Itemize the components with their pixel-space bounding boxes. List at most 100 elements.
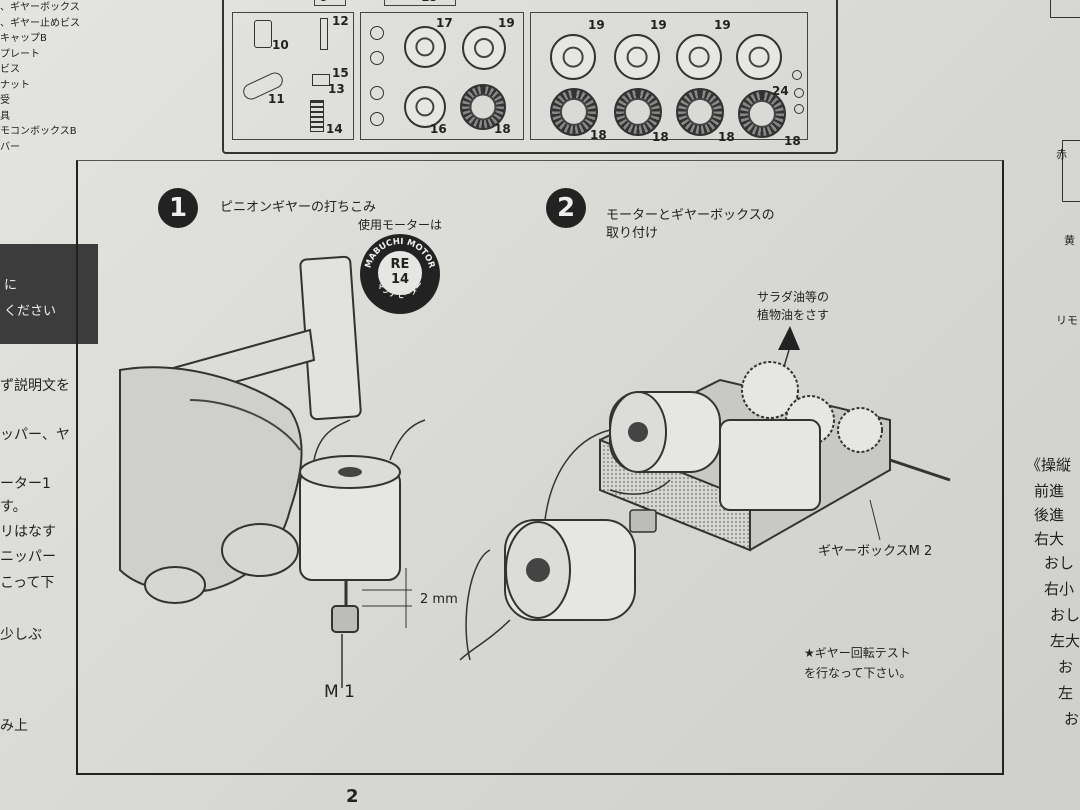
step-1-title: ピニオンギヤーの打ちこみ [220,200,377,215]
right-text-line: 右大 [1034,530,1065,548]
wheel-part [736,34,782,80]
oil-note-line1: サラダ油等の [757,290,830,304]
right-text-line: 前進 [1034,482,1065,500]
page-number: 2 [346,786,359,807]
left-column-text: ず説明文を ッパー、ヤ ーター1 す。 リはなす ニッパー こって下 少しぶ み… [0,0,76,810]
tire-part [614,88,662,136]
oil-note-line2: 植物油をさす [757,308,830,322]
step-1-number: 1 [158,188,198,228]
parts-list: 、ギヤーボックス 、ギヤー止めビス キャップB プレート ビス ナット 受 具 … [0,0,110,155]
left-text-line: ず説明文を [0,378,70,394]
banner-line: ください [4,304,57,319]
part-number: 17 [436,16,453,30]
washer-ring [794,88,804,98]
motor-icon [504,391,721,621]
left-text-line: ニッパー [0,549,56,565]
banner-line: に [4,278,18,293]
right-text-line: 左大 [1050,632,1080,650]
part-number: 12 [332,14,349,28]
right-text-line: おし [1044,554,1075,572]
right-text-line: 黄 [1064,234,1075,247]
parts-sprue-diagram: 9 15 10 12 15 11 13 14 17 19 16 18 19 19… [222,0,838,154]
part-number: 11 [268,92,285,106]
tire-part [676,88,724,136]
hand-icon [119,366,303,604]
top-tab [314,0,346,6]
part-number: 13 [328,82,345,96]
badge-model: RE 14 [378,251,422,295]
part-shape [310,100,324,132]
part-number: 10 [272,38,289,52]
dimension-label: 2 mm [420,592,458,607]
part-shape [254,20,272,48]
right-text-line: 左 [1058,684,1074,702]
wires [459,429,671,661]
gearbox-label: ギヤーボックスM 2 [818,544,933,559]
left-text-line: リはなす [0,524,56,540]
gear-test-note-line1: ★ギヤー回転テスト [804,646,911,660]
parts-list-item: ナット [0,79,30,91]
top-tab [384,0,456,6]
part-number: 18 [718,130,735,144]
parts-list-item: プレート [0,48,40,60]
part-number: 16 [430,122,447,136]
washer-ring [794,104,804,114]
right-text-line: リモ [1056,314,1078,327]
pinion-press-illustration [119,255,426,688]
part-number: 18 [590,128,607,142]
tire-part [738,90,786,138]
part-shape [320,18,328,50]
part-number: 18 [652,130,669,144]
right-text-line: お [1064,710,1080,728]
right-column-text: 赤 黄 リモ 《操縦 前進 後進 右大 おし 右小 おし 左大 お 左 お [1000,0,1080,810]
left-text-line: こって下 [0,575,55,591]
parts-list-item: バー [0,141,20,153]
left-text-line: ッパー、ヤ [0,427,70,443]
small-parts-section [232,12,354,140]
mabuchi-motor-badge: MABUCHI MOTOR マブチモーター RE 14 [360,234,440,314]
part-number: 9 [320,0,328,4]
part-number: 19 [650,18,667,32]
part-number: 15 [332,66,349,80]
gearbox-assembly-illustration [459,326,951,661]
badge-model-b: 14 [390,272,410,287]
tire-part [550,88,598,136]
parts-list-item: ビス [0,64,20,75]
part-number: 24 [772,84,789,98]
diagram-fragment [1062,140,1080,202]
washer-ring [370,26,384,40]
parts-list-item: キャップB [0,33,47,44]
right-text-line: 赤 [1056,148,1067,161]
instruction-panel [76,160,1004,775]
right-text-line: 後進 [1034,506,1065,524]
parts-list-item: 具 [0,110,10,122]
left-wheel-section [360,12,524,140]
diagram-fragment [1050,0,1080,18]
left-text-line: ーター1 [0,476,51,492]
parts-list-item: 、ギヤーボックス [0,2,80,13]
wheel-part [676,34,722,80]
part-number: 19 [498,16,515,30]
gear-test-note-line2: を行なって下さい。 [804,666,912,680]
left-text-line: み上 [0,718,28,734]
wheel-part [462,26,506,70]
part-number: 18 [494,122,511,136]
step-2-title-line2: 取り付け [606,226,659,241]
part-number: 19 [588,18,605,32]
parts-list-item: モコンボックスB [0,126,77,137]
right-text-line: 右小 [1044,580,1075,598]
parts-list-item: 、ギヤー止めビス [0,17,80,29]
part-number: 18 [784,134,801,148]
wheel-part [404,26,446,68]
tire-part [460,84,506,130]
motor-icon [299,419,426,688]
part-number: 19 [714,18,731,32]
leader-line [869,499,881,541]
step-2-number: 2 [546,188,586,228]
dimension-marker [362,568,412,628]
left-text-line: 少しぶ [0,627,42,643]
right-text-line: おし [1050,606,1080,624]
part-number: 14 [326,122,343,136]
wheel-part [614,34,660,80]
wheel-part [550,34,596,80]
